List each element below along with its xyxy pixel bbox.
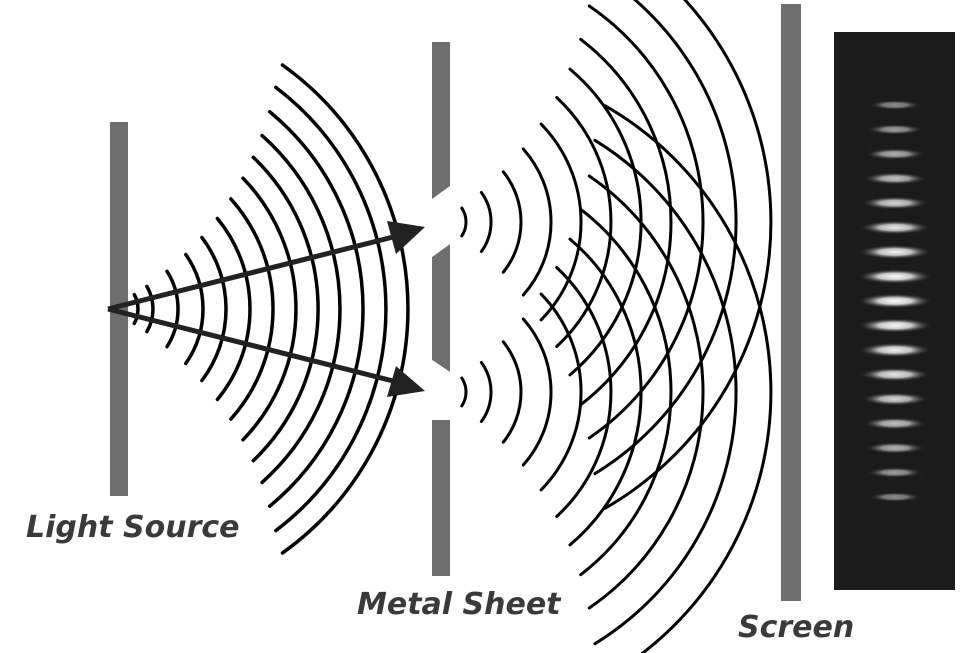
metal-sheet-bottom <box>432 420 450 576</box>
arrows-to-slits <box>107 221 425 397</box>
source-wavefront-arc <box>268 110 365 508</box>
interference-fringe <box>864 442 926 454</box>
diffracted-wavefront-arc <box>555 96 613 348</box>
interference-fringe <box>857 318 933 333</box>
diffracted-wavefront-arc <box>521 147 553 297</box>
diffracted-wavefront-arc <box>460 376 468 408</box>
source-wavefront-arc <box>165 269 180 349</box>
diffracted-wavefront-arc <box>579 207 673 577</box>
diffracted-wavefront-arc <box>603 0 773 510</box>
diffracted-wavefront-arc <box>521 317 553 467</box>
arrowhead-lower <box>387 366 425 397</box>
light-source-label: Light Source <box>26 510 240 545</box>
metal-sheet-label: Metal Sheet <box>357 587 562 622</box>
arrowhead-upper <box>387 221 425 254</box>
interference-fringe <box>857 269 933 284</box>
source-wavefronts <box>132 63 410 555</box>
diffracted-wavefront-arc <box>501 170 523 274</box>
slit-upper <box>432 186 450 257</box>
interference-fringe <box>866 467 924 478</box>
metal-sheet-middle <box>432 244 450 372</box>
diffracted-wavefront-arc <box>479 191 493 253</box>
metal-sheet <box>432 42 450 576</box>
diffracted-wavefront-arc <box>539 122 583 322</box>
interference-fringe <box>859 220 931 235</box>
interference-fringe <box>858 342 932 358</box>
diffracted-wavefront-arc <box>568 237 643 547</box>
source-wavefront-arc <box>251 155 320 463</box>
interference-fringe <box>862 417 928 430</box>
interference-pattern-panel <box>834 32 955 590</box>
interference-fringe <box>866 124 924 135</box>
source-wavefront-arc <box>132 292 140 326</box>
interference-fringe <box>868 492 922 502</box>
interference-fringes <box>857 100 933 502</box>
screen-label: Screen <box>738 610 854 645</box>
source-wavefront-arc <box>215 216 252 402</box>
interference-fringe <box>859 367 931 382</box>
diffracted-wavefronts <box>460 0 773 653</box>
interference-fringe <box>861 392 929 406</box>
source-wavefront-arc <box>274 85 388 533</box>
source-wavefront-arc <box>241 176 298 442</box>
diffracted-wavefront-arc <box>593 0 738 476</box>
diffracted-wavefront-arc <box>479 361 493 423</box>
arrow-lower <box>107 306 406 387</box>
light-source-barrier <box>110 122 128 496</box>
metal-sheet-top <box>432 42 450 199</box>
interference-fringe <box>858 244 932 260</box>
arrow-upper <box>107 231 406 312</box>
diffracted-wavefront-arc <box>460 206 468 238</box>
diffracted-wavefront-arc <box>501 340 523 444</box>
diffracted-wavefront-arc <box>587 174 705 610</box>
slits <box>432 186 450 420</box>
diffracted-wavefront-arc <box>579 37 673 407</box>
screen-barrier <box>781 4 801 601</box>
source-wavefront-arc <box>184 252 205 366</box>
diffracted-wavefront-arc <box>587 4 705 440</box>
slit-lower <box>432 360 450 420</box>
diffracted-wavefront-arc <box>593 138 738 646</box>
diffracted-wavefront-arc <box>539 292 583 492</box>
diffracted-wavefront-arc <box>603 104 773 653</box>
diffracted-wavefront-arc <box>555 266 613 518</box>
interference-fringe <box>861 196 929 210</box>
source-wavefront-arc <box>145 284 155 334</box>
interference-fringe <box>862 172 928 185</box>
interference-fringe <box>857 293 933 309</box>
source-wavefront-arc <box>260 133 342 485</box>
interference-fringe <box>864 148 926 160</box>
interference-fringe <box>868 100 922 110</box>
source-wavefront-arc <box>200 235 228 383</box>
source-wavefront-arc <box>229 197 275 421</box>
source-wavefront-arc <box>280 63 410 555</box>
